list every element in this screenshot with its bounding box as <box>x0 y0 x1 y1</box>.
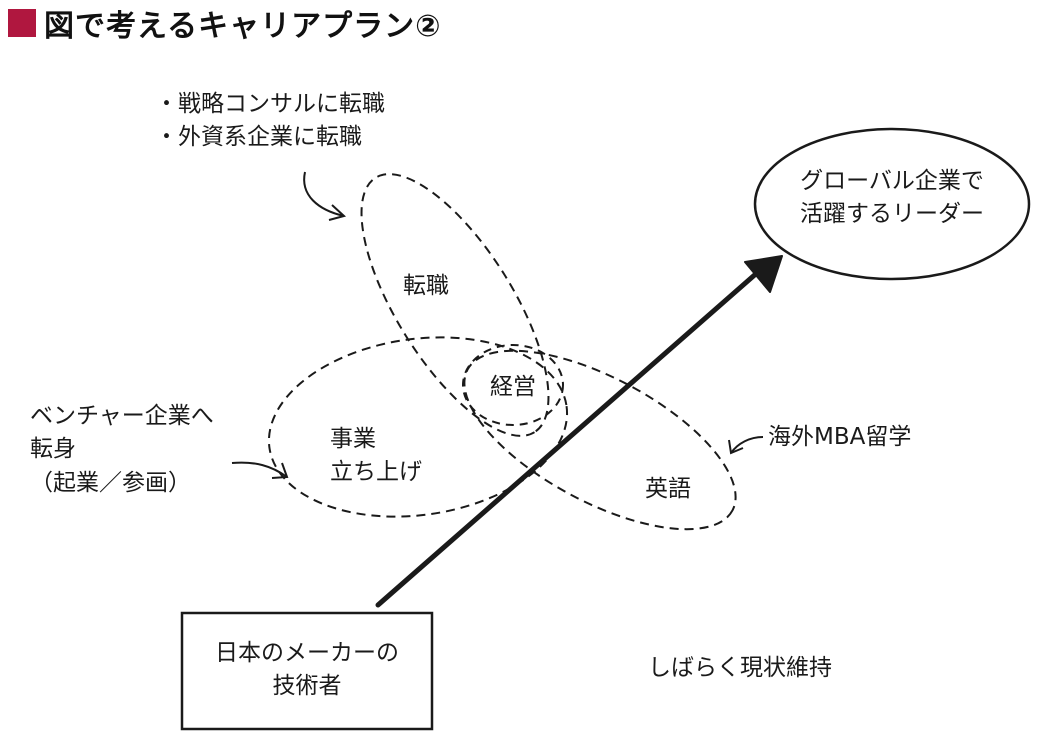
start-line-1: 日本のメーカーの <box>215 640 399 666</box>
jigyou-pointer-head <box>271 462 289 479</box>
tenshoku-label: 転職 <box>403 273 449 299</box>
tenshoku-note-1: ・戦略コンサルに転職 <box>155 91 385 117</box>
jigyou-pointer-arrow <box>231 461 288 478</box>
career-arrow-shaft <box>375 269 761 608</box>
eigo-pointer-head <box>728 439 744 455</box>
tenshoku-notes: ・戦略コンサルに転職 ・外資系企業に転職 <box>155 88 385 155</box>
goal-bubble <box>753 127 1031 281</box>
tenshoku-ellipse <box>360 173 550 437</box>
tenshoku-note-2: ・外資系企業に転職 <box>155 124 362 151</box>
jigyou-label-line-2: 立ち上げ <box>330 459 422 486</box>
start-box <box>180 611 434 731</box>
tenshoku-pointer-head <box>328 204 347 221</box>
career-arrow-head <box>744 255 783 293</box>
eigo-ellipse <box>463 349 737 531</box>
start-text: 日本のメーカーの 技術者 <box>186 637 428 704</box>
page-title: 図で考えるキャリアプラン② <box>44 9 442 44</box>
eigo-note: 海外MBA留学 <box>768 424 912 450</box>
keiei-ellipse <box>462 344 564 426</box>
goal-line-1: グローバル企業で <box>800 168 984 194</box>
jigyou-note-3: （起業／参画） <box>30 469 191 496</box>
eigo-pointer-arrow <box>730 436 764 454</box>
jigyou-label-line-1: 事業 <box>330 426 376 452</box>
jigyou-note-1: ベンチャー企業へ <box>30 403 214 429</box>
goal-text: グローバル企業で 活躍するリーダー <box>772 165 1012 232</box>
status-quo-label: しばらく現状維持 <box>648 655 832 681</box>
jigyou-notes: ベンチャー企業へ 転身 （起業／参画） <box>30 400 214 500</box>
title-marker <box>8 9 36 37</box>
eigo-label: 英語 <box>645 476 691 502</box>
keiei-label: 経営 <box>490 374 536 400</box>
title-row: 図で考えるキャリアプラン② <box>8 6 442 44</box>
jigyou-note-2: 転身 <box>30 436 76 463</box>
tenshoku-pointer-arrow <box>303 171 345 217</box>
jigyou-ellipse <box>267 336 569 518</box>
goal-line-2: 活躍するリーダー <box>800 201 984 228</box>
start-line-2: 技術者 <box>272 673 342 700</box>
jigyou-label: 事業 立ち上げ <box>330 423 422 490</box>
